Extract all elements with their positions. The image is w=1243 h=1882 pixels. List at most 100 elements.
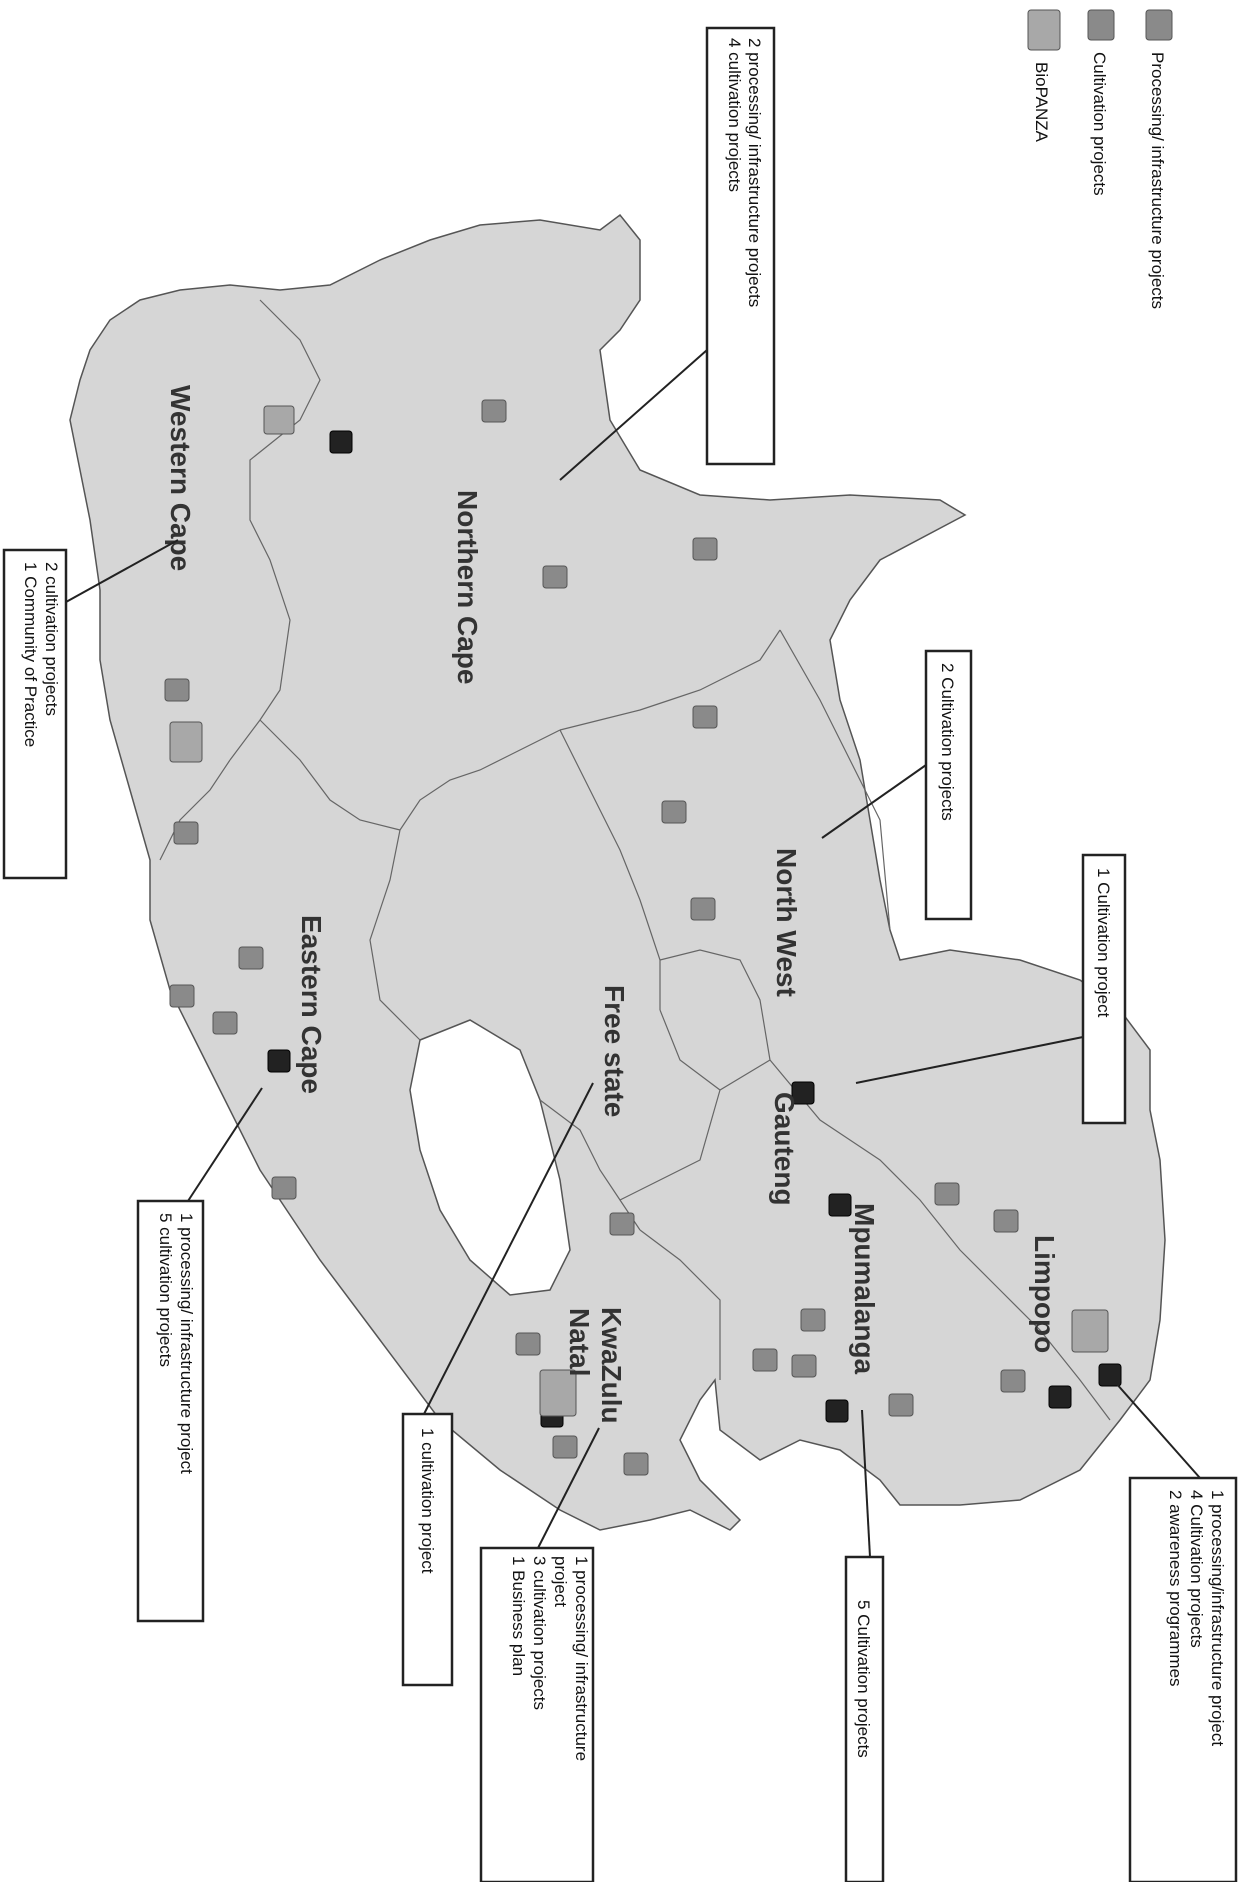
- callout-box: [705, 26, 776, 466]
- cultivation-marker: [212, 1011, 238, 1035]
- callout-line-2: 1 Community of Practice: [21, 562, 40, 747]
- callout-line-1: 1 Cultivation project: [1094, 868, 1113, 1018]
- legend-label-biopanza: BioPANZA: [1032, 62, 1051, 143]
- cultivation-marker: [1000, 1369, 1026, 1393]
- cultivation-marker: [623, 1452, 649, 1476]
- province-labels: Northern Cape Western Cape Eastern Cape …: [165, 385, 1060, 1424]
- border-mp-fs: [619, 1089, 721, 1201]
- processing-marker: [1048, 1385, 1072, 1409]
- label-western-cape: Western Cape: [165, 385, 196, 571]
- border-wc-ec: [159, 759, 231, 861]
- border-nw-gauteng: [659, 949, 771, 1061]
- label-kwazulu: KwaZulu: [596, 1307, 627, 1424]
- processing-marker: [329, 430, 353, 454]
- label-gauteng: Gauteng: [769, 1092, 800, 1206]
- callout-line-1: 2 processing/ infrastructure projects: [745, 38, 764, 307]
- processing-marker: [1098, 1363, 1122, 1387]
- callout-gauteng: 1 Cultivation project: [1081, 853, 1127, 1125]
- cultivation-marker: [888, 1393, 914, 1417]
- callout-line-1: 2 Cultivation projects: [938, 663, 957, 821]
- callout-kwazulu-natal: 1 processing/ infrastructure project 3 c…: [479, 1546, 595, 1882]
- callout-box: [136, 1199, 205, 1623]
- cultivation-marker: [690, 897, 716, 921]
- legend-label-processing: Processing/ infrastructure projects: [1148, 52, 1167, 309]
- label-limpopo: Limpopo: [1029, 1235, 1060, 1353]
- label-mpumalanga: Mpumalanga: [849, 1203, 880, 1375]
- cultivation-marker: [661, 800, 687, 824]
- label-natal: Natal: [564, 1308, 595, 1376]
- callout-box: [479, 1546, 595, 1882]
- legend-label-cultivation: Cultivation projects: [1090, 52, 1109, 196]
- cultivation-marker: [173, 821, 199, 845]
- cultivation-marker: [791, 1354, 817, 1378]
- leader-kwazulu-natal: [537, 1427, 600, 1549]
- legend: Processing/ infrastructure projects Cult…: [1027, 9, 1173, 309]
- cultivation-marker: [164, 678, 190, 702]
- cultivation-markers: [164, 399, 1026, 1476]
- callout-mpumalanga: 5 Cultivation projects: [844, 1555, 885, 1882]
- cultivation-marker: [934, 1182, 960, 1206]
- label-northern-cape: Northern Cape: [452, 490, 483, 684]
- lesotho-enclave: [409, 1019, 571, 1296]
- leader-mpumalanga: [861, 1409, 871, 1558]
- processing-marker: [267, 1049, 291, 1073]
- leader-limpopo: [1114, 1381, 1201, 1479]
- border-nc-ec: [259, 719, 401, 831]
- border-fs-kzn: [539, 1099, 641, 1231]
- callout-line-2: project: [551, 1556, 570, 1607]
- biopanza-marker: [1071, 1309, 1109, 1353]
- leader-northern-cape: [559, 349, 708, 481]
- callout-limpopo: 1 processing/infrastructure project 4 Cu…: [1128, 1476, 1238, 1882]
- legend-swatch-biopanza: [1027, 9, 1061, 51]
- callout-eastern-cape: 1 processing/ infrastructure project 5 c…: [136, 1199, 205, 1623]
- border-nw-limpopo: [779, 629, 891, 931]
- biopanza-marker: [539, 1369, 577, 1417]
- cultivation-marker: [515, 1332, 541, 1356]
- leader-lines: [65, 349, 1201, 1558]
- cultivation-marker: [542, 565, 568, 589]
- callout-line-3: 2 awareness programmes: [1166, 1490, 1185, 1687]
- callout-box: [924, 649, 973, 921]
- border-fs-nw: [559, 729, 661, 1010]
- callout-free-state: 1 cultivation project: [401, 1412, 454, 1687]
- callout-line-1: 1 processing/infrastructure project: [1208, 1490, 1227, 1746]
- label-eastern-cape: Eastern Cape: [296, 915, 327, 1094]
- callout-north-west: 2 Cultivation projects: [924, 649, 973, 921]
- callout-line-1: 2 cultivation projects: [42, 562, 61, 716]
- processing-marker: [828, 1193, 852, 1217]
- callout-line-1: 5 Cultivation projects: [854, 1600, 873, 1758]
- border-nc-nw: [559, 629, 781, 731]
- callout-line-1: 1 processing/ infrastructure project: [177, 1213, 196, 1474]
- cultivation-marker: [609, 1212, 635, 1236]
- callout-box: [401, 1412, 454, 1687]
- callout-northern-cape: 2 processing/ infrastructure projects 4 …: [705, 26, 776, 466]
- biopanza-marker: [263, 405, 295, 435]
- cultivation-marker: [692, 705, 718, 729]
- legend-swatch-processing: [1145, 9, 1173, 41]
- processing-marker: [791, 1081, 815, 1105]
- cultivation-marker: [169, 984, 195, 1008]
- cultivation-marker: [481, 399, 507, 423]
- callout-box: [1128, 1476, 1238, 1882]
- cultivation-marker: [800, 1308, 826, 1332]
- leader-north-west: [821, 764, 927, 839]
- cultivation-marker: [271, 1176, 297, 1200]
- leader-eastern-cape: [187, 1087, 263, 1202]
- border-mp-kzn: [639, 1229, 721, 1380]
- border-nc-fs: [399, 729, 561, 831]
- label-north-west: North West: [771, 848, 802, 997]
- callout-line-1: 1 cultivation project: [418, 1428, 437, 1574]
- border-gauteng-mp: [659, 1009, 771, 1091]
- cultivation-marker: [692, 537, 718, 561]
- border-fs-ec: [369, 829, 421, 1041]
- province-borders: [159, 299, 1111, 1421]
- callout-line-4: 1 Business plan: [509, 1556, 528, 1676]
- biopanza-markers: [169, 405, 1109, 1417]
- leader-gauteng: [855, 1036, 1084, 1084]
- cultivation-marker: [993, 1209, 1019, 1233]
- label-free-state: Free state: [599, 985, 630, 1117]
- callout-line-2: 4 Cultivation projects: [1187, 1490, 1206, 1648]
- cultivation-marker: [752, 1348, 778, 1372]
- callout-box: [2, 548, 68, 880]
